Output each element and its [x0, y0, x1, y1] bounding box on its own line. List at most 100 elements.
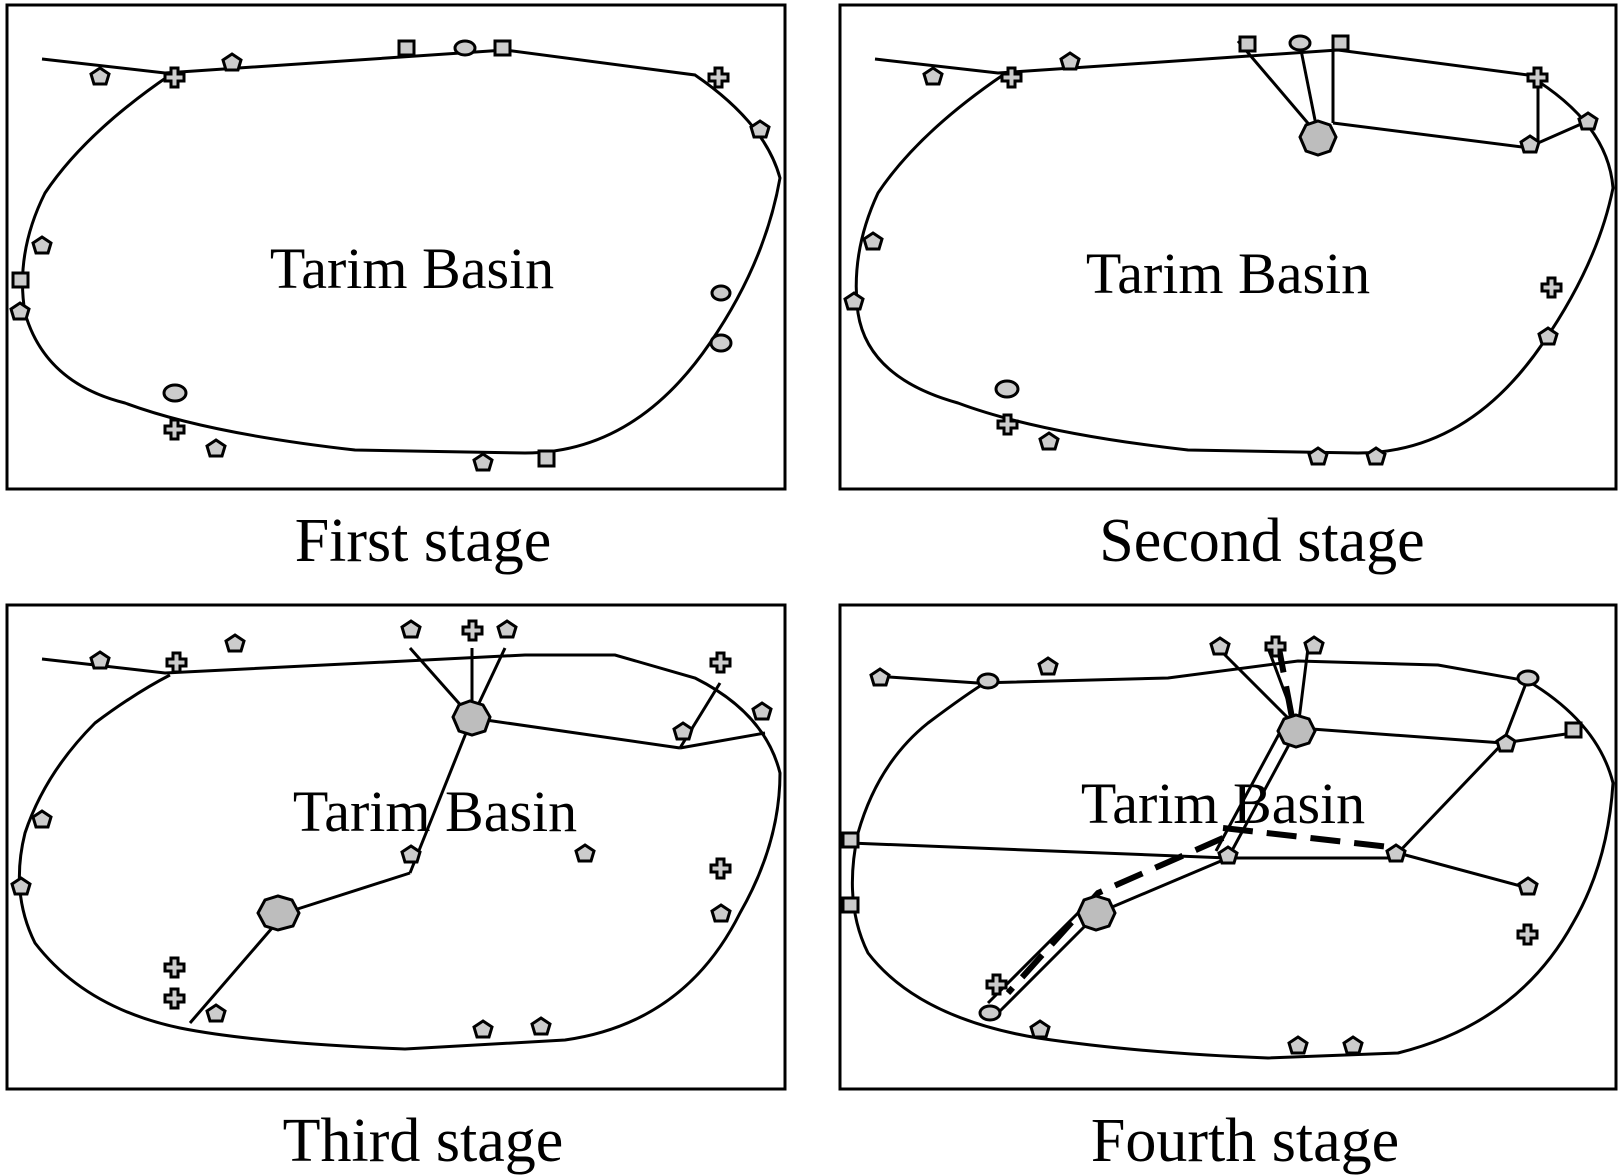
diagram-fourth-stage: Tarim Basin: [838, 603, 1618, 1091]
basin-label: Tarim Basin: [1081, 771, 1365, 836]
basin-outline: [21, 48, 782, 455]
circle-node-icon: [976, 672, 1000, 690]
link: [1216, 646, 1300, 730]
caption-second-stage: Second stage: [1099, 507, 1425, 575]
pentagon-node-icon: [1209, 636, 1231, 656]
pentagon-node-icon: [751, 701, 773, 721]
basin-outline: [17, 653, 782, 1051]
basin-label: Tarim Basin: [293, 779, 577, 844]
hub-node-icon: [1276, 713, 1317, 749]
pentagon-node-icon: [31, 235, 53, 255]
basin-label: Tarim Basin: [270, 236, 554, 301]
pentagon-node-icon: [496, 619, 518, 639]
cross-node-icon: [1264, 635, 1287, 658]
square-node-icon: [537, 449, 556, 468]
link: [408, 717, 474, 874]
pentagon-node-icon: [922, 66, 944, 86]
square-node-icon: [1238, 35, 1257, 53]
resource-nodes: [843, 34, 1599, 466]
pentagon-node-icon: [869, 667, 891, 687]
pentagon-node-icon: [1287, 1035, 1309, 1055]
pentagon-node-icon: [1537, 326, 1559, 346]
hub-node-icon: [256, 894, 301, 932]
caption-third-stage: Third stage: [282, 1107, 564, 1175]
pentagon-node-icon: [530, 1016, 552, 1036]
pentagon-node-icon: [89, 650, 111, 670]
pentagon-node-icon: [89, 66, 111, 86]
resource-nodes: [841, 635, 1583, 1055]
pentagon-node-icon: [1217, 845, 1239, 865]
pentagon-node-icon: [672, 721, 694, 741]
pentagon-node-icon: [1307, 446, 1329, 466]
pentagon-node-icon: [1342, 1035, 1364, 1055]
pentagon-node-icon: [1385, 843, 1407, 863]
diagram-second-stage: Tarim Basin: [838, 3, 1618, 491]
pentagon-node-icon: [472, 452, 494, 472]
pentagon-node-icon: [1037, 656, 1059, 676]
panel-fourth-stage: Tarim Basin: [838, 603, 1621, 1093]
cross-node-icon: [461, 619, 484, 642]
cross-node-icon: [709, 857, 732, 880]
hub-node-icon: [451, 699, 492, 737]
pentagon-node-icon: [843, 291, 865, 311]
circle-node-icon: [162, 383, 188, 403]
square-node-icon: [11, 271, 30, 289]
circle-node-icon: [978, 1004, 1002, 1022]
dashed-link: [1222, 825, 1399, 851]
diagram-first-stage: Tarim Basin: [5, 3, 787, 491]
link: [1332, 121, 1531, 150]
cross-node-icon: [707, 66, 730, 89]
cross-node-icon: [1540, 276, 1563, 299]
pentagon-node-icon: [221, 52, 243, 72]
pentagon-node-icon: [400, 844, 422, 864]
square-node-icon: [1331, 34, 1350, 52]
basin-outline: [854, 48, 1615, 455]
pentagon-node-icon: [10, 876, 32, 896]
link: [679, 731, 766, 750]
link: [849, 841, 1229, 860]
panel-second-stage: Tarim Basin: [838, 3, 1621, 493]
circle-node-icon: [1288, 34, 1312, 52]
pentagon-node-icon: [574, 843, 596, 863]
square-node-icon: [841, 896, 860, 914]
dashed-link: [1005, 835, 1225, 996]
link: [188, 912, 287, 1024]
circle-node-icon: [994, 379, 1020, 399]
panel-third-stage: Tarim Basin: [5, 603, 790, 1093]
pentagon-node-icon: [205, 1003, 227, 1023]
pentagon-node-icon: [1365, 446, 1387, 466]
cross-node-icon: [163, 66, 186, 89]
cross-node-icon: [1516, 923, 1539, 946]
resource-nodes: [9, 39, 771, 472]
pentagon-node-icon: [472, 1019, 494, 1039]
pentagon-node-icon: [862, 231, 884, 251]
pentagon-node-icon: [31, 809, 53, 829]
pentagon-node-icon: [1038, 431, 1060, 451]
diagram-third-stage: Tarim Basin: [5, 603, 787, 1091]
network-links: [1236, 40, 1589, 150]
network-links: [188, 647, 766, 1024]
link: [1226, 727, 1300, 859]
circle-node-icon: [710, 284, 732, 302]
pentagon-node-icon: [1029, 1019, 1051, 1039]
pentagon-node-icon: [400, 619, 422, 639]
pentagon-node-icon: [1303, 635, 1325, 655]
circle-node-icon: [709, 333, 733, 353]
square-node-icon: [493, 39, 512, 57]
panel-frame: [5, 3, 787, 491]
pentagon-node-icon: [1519, 134, 1541, 154]
cross-node-icon: [1000, 66, 1023, 89]
caption-fourth-stage: Fourth stage: [1090, 1107, 1400, 1175]
panel-frame: [5, 603, 787, 1091]
pentagon-node-icon: [710, 903, 732, 923]
cross-node-icon: [996, 413, 1019, 436]
link: [284, 871, 411, 915]
pentagon-node-icon: [205, 438, 227, 458]
basin-label: Tarim Basin: [1086, 241, 1370, 306]
square-node-icon: [841, 831, 860, 849]
link: [996, 911, 1100, 1015]
pentagon-node-icon: [1517, 876, 1539, 896]
panel-frame: [838, 603, 1618, 1091]
cross-node-icon: [163, 956, 186, 979]
cross-node-icon: [709, 651, 732, 674]
